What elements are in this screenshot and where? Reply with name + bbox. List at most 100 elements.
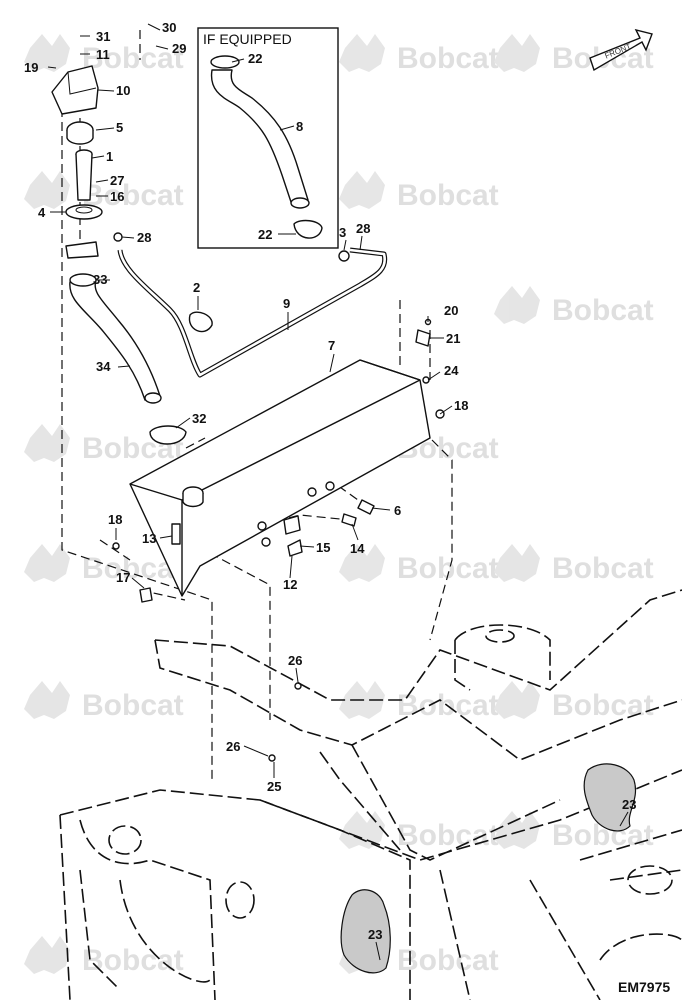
watermark-logo: Bobcat (339, 681, 499, 722)
callout-23-bottom: 23 (368, 927, 382, 942)
callout-9: 9 (283, 296, 290, 311)
callout-21: 21 (446, 331, 460, 346)
watermark-text: Bobcat (397, 42, 499, 75)
callout-7: 7 (328, 338, 335, 353)
vent-tube (117, 247, 388, 378)
callout-5: 5 (116, 120, 123, 135)
frame-hole-right (583, 763, 636, 832)
watermark-text: Bobcat (552, 294, 654, 327)
hose-clamp (65, 241, 99, 259)
vent-fitting (338, 250, 350, 262)
bobcat-logo-icon (24, 681, 70, 719)
callout-16: 16 (110, 189, 124, 204)
frame-hole-bottom (340, 889, 391, 974)
callout-22-top: 22 (248, 51, 262, 66)
watermark-text: Bobcat (397, 944, 499, 977)
watermark-text: Bobcat (397, 179, 499, 212)
watermark-text: Bobcat (82, 42, 184, 75)
callout-24: 24 (444, 363, 459, 378)
callout-20: 20 (444, 303, 458, 318)
filler-cover (51, 65, 99, 115)
watermark-logo: Bobcat (24, 34, 184, 75)
bobcat-logo-icon (24, 544, 70, 582)
callout-15: 15 (316, 540, 330, 555)
callout-labels: 31 30 11 29 19 10 5 1 27 16 4 28 33 34 3… (24, 20, 636, 942)
bobcat-logo-icon (494, 34, 540, 72)
callout-18-right: 18 (454, 398, 468, 413)
callout-19: 19 (24, 60, 38, 75)
bobcat-logo-icon (494, 544, 540, 582)
callout-12: 12 (283, 577, 297, 592)
watermark-logo: Bobcat (24, 936, 184, 977)
leader-lines (47, 23, 629, 961)
watermark-logo: Bobcat (494, 34, 654, 75)
callout-17: 17 (116, 570, 130, 585)
watermark-logo: Bobcat (494, 811, 654, 852)
figure-code: EM7975 (618, 979, 670, 995)
bobcat-logo-icon (339, 544, 385, 582)
watermark-logo: Bobcat (339, 171, 499, 212)
bobcat-logo-icon (494, 286, 540, 324)
filler-assembly (51, 65, 213, 445)
tank-hose-clamp (149, 425, 187, 445)
watermark-text: Bobcat (82, 689, 184, 722)
callout-26-left: 26 (226, 739, 240, 754)
watermark-logo: Bobcat (339, 544, 499, 585)
callout-1: 1 (106, 149, 113, 164)
callout-6: 6 (394, 503, 401, 518)
hose-clip (188, 311, 213, 333)
callout-8: 8 (296, 119, 303, 134)
bobcat-logo-icon (24, 936, 70, 974)
bobcat-logo-icon (494, 811, 540, 849)
callout-30: 30 (162, 20, 176, 35)
bobcat-logo-icon (339, 171, 385, 209)
callout-34: 34 (96, 359, 111, 374)
watermark-logo: Bobcat (24, 424, 184, 465)
sender-plate (171, 523, 181, 545)
watermark-logo: Bobcat (24, 171, 184, 212)
inset-title: IF EQUIPPED (203, 31, 292, 47)
callout-33: 33 (93, 272, 107, 287)
watermark-text: Bobcat (552, 552, 654, 585)
callout-27: 27 (110, 173, 124, 188)
callout-13: 13 (142, 531, 156, 546)
callout-3: 3 (339, 225, 346, 240)
fuel-tank (129, 359, 431, 597)
callout-31: 31 (96, 29, 110, 44)
callout-25: 25 (267, 779, 281, 794)
callout-4: 4 (38, 205, 46, 220)
callout-29: 29 (172, 41, 186, 56)
filler-hose (69, 279, 161, 401)
watermark-text: Bobcat (82, 944, 184, 977)
optional-parts-inset: IF EQUIPPED (197, 27, 339, 249)
watermark-logo: Bobcat (339, 811, 499, 852)
watermark-logo: Bobcat (494, 286, 654, 327)
bobcat-logo-icon (339, 34, 385, 72)
watermark-logo: Bobcat (494, 681, 654, 722)
bobcat-logo-icon (494, 681, 540, 719)
tank-fittings (112, 318, 445, 762)
bobcat-logo-icon (24, 424, 70, 462)
machine-frame (59, 589, 682, 1000)
bobcat-logo-icon (24, 171, 70, 209)
callout-14: 14 (350, 541, 365, 556)
callout-28-vent: 28 (356, 221, 370, 236)
watermark-logo: Bobcat (339, 34, 499, 75)
hose-clamp-top (210, 55, 240, 69)
watermark-text: Bobcat (552, 689, 654, 722)
callout-22-bottom: 22 (258, 227, 272, 242)
bobcat-logo-icon (24, 34, 70, 72)
callout-2: 2 (193, 280, 200, 295)
callout-23-right: 23 (622, 797, 636, 812)
callout-28: 28 (137, 230, 151, 245)
callout-32: 32 (192, 411, 206, 426)
callout-10: 10 (116, 83, 130, 98)
watermark-text: Bobcat (397, 552, 499, 585)
callout-11: 11 (96, 47, 110, 62)
bobcat-logo-icon (339, 811, 385, 849)
watermark-logo: Bobcat (24, 681, 184, 722)
callout-18-left: 18 (108, 512, 122, 527)
callout-26-top: 26 (288, 653, 302, 668)
watermark-logo: Bobcat (24, 544, 184, 585)
